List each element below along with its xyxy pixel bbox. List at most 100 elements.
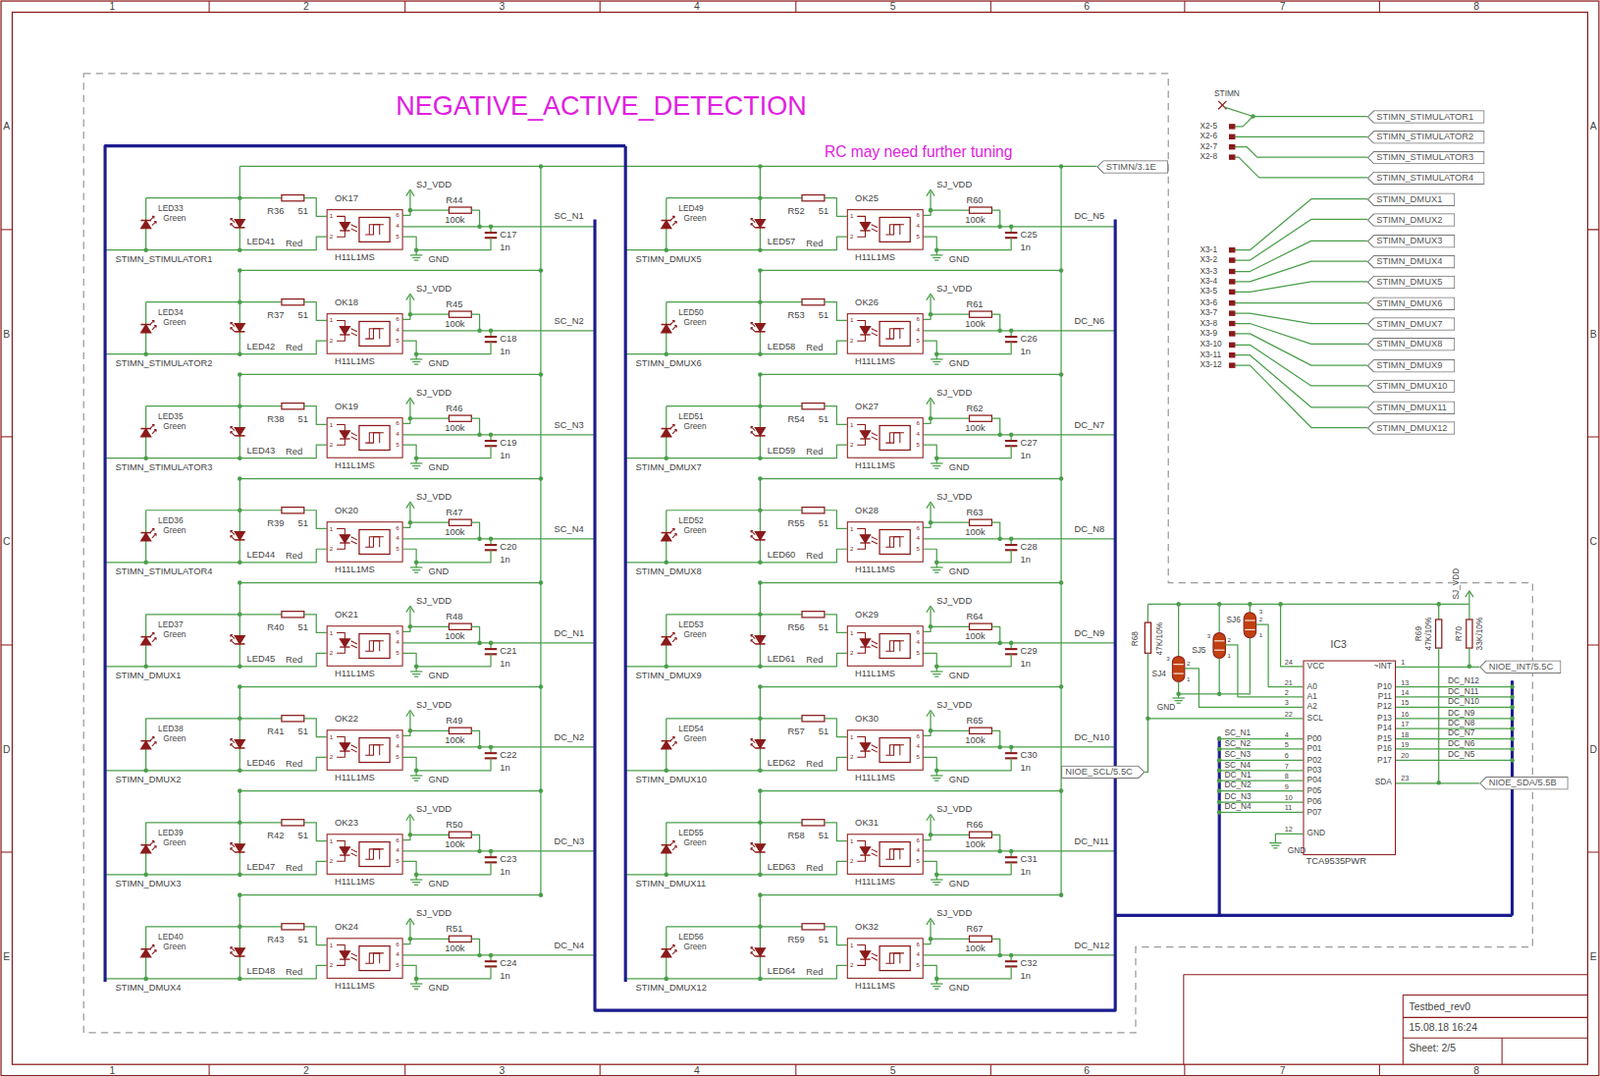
- pin-name: P06: [1307, 798, 1323, 806]
- led-arrow: [152, 632, 155, 635]
- resistor-symbol: [1466, 619, 1473, 648]
- net-label: SC_N2: [553, 316, 584, 325]
- net-flag: STIMN_DMUX4: [1367, 254, 1455, 268]
- wire: [239, 894, 541, 896]
- resistor-symbol: [801, 611, 825, 618]
- led-symbol: [234, 226, 245, 229]
- wire: [666, 509, 802, 511]
- led-color: Green: [162, 526, 186, 534]
- resistor-name: R65: [965, 715, 983, 725]
- wire: [239, 687, 241, 719]
- schmitt-symbol: [885, 745, 905, 755]
- part-number: H11L1MS: [854, 461, 896, 471]
- ground-symbol: [934, 676, 939, 678]
- led-name: LED36: [158, 517, 183, 526]
- connector-pin: [1229, 320, 1235, 325]
- supply-arrow: [406, 189, 415, 196]
- resistor-value: 51: [818, 415, 829, 425]
- solder-jumper: [1214, 649, 1225, 651]
- led-symbol: [234, 746, 245, 749]
- ruler-number: 8: [1473, 1, 1480, 12]
- junction-dot: [664, 559, 670, 565]
- wire: [923, 746, 1116, 747]
- junction-dot: [1217, 601, 1223, 607]
- opto-led: [859, 437, 870, 439]
- junction-dot: [1247, 601, 1253, 607]
- junction-dot: [757, 195, 763, 201]
- led-color: Green: [162, 318, 186, 326]
- led-arrow: [152, 215, 155, 218]
- wire: [666, 405, 802, 407]
- capacitor-value: 1n: [1020, 970, 1031, 980]
- junction-dot: [664, 455, 670, 461]
- led-name: LED46: [247, 757, 276, 767]
- bus-line: [624, 146, 628, 982]
- net-flag-text: STIMN_DMUX1: [1376, 194, 1442, 204]
- led-arrow: [750, 535, 755, 540]
- junction-dot: [237, 559, 243, 565]
- junction-dot: [488, 745, 494, 750]
- junction-dot: [408, 520, 414, 526]
- led-arrow: [230, 327, 235, 332]
- wire: [416, 341, 491, 354]
- led-symbol: [754, 330, 765, 333]
- led-arrow: [750, 640, 753, 642]
- net-flag: STIMN_DMUX3: [1367, 234, 1455, 249]
- wire: [416, 549, 491, 562]
- wire: [936, 757, 1012, 770]
- connector-pin-name: X2-7: [1199, 143, 1218, 152]
- led-arrow: [230, 952, 233, 955]
- supply-name: SJ_VDD: [936, 284, 972, 294]
- resistor-name: R60: [965, 195, 983, 205]
- net-flag: STIMN_STIMULATOR4: [1367, 170, 1486, 185]
- schmitt-symbol: [885, 536, 905, 547]
- opto-led: [339, 743, 350, 751]
- junction-dot: [408, 416, 414, 422]
- resistor-value: 100k: [964, 214, 985, 224]
- ruler-tick: [599, 0, 601, 12]
- optocoupler-box: OK25H11L1MS: [847, 209, 924, 251]
- opto-arrow: [351, 436, 358, 440]
- net-flag-text: STIMN_STIMULATOR2: [1376, 132, 1474, 142]
- net-flag: NIOE_INT/5.5C: [1479, 660, 1561, 675]
- schmitt-symbol: [885, 224, 905, 235]
- junction-dot: [408, 624, 414, 630]
- ruler-letter: D: [1589, 745, 1598, 755]
- resistor-symbol: [281, 819, 305, 826]
- junction-dot: [757, 716, 763, 722]
- ground-symbol: [1269, 842, 1281, 844]
- ground-label: GND: [428, 358, 450, 368]
- pin-number: 2: [850, 753, 854, 760]
- schmitt-symbol: [889, 432, 900, 443]
- junction-dot: [757, 507, 763, 513]
- resistor-name: R41: [266, 727, 284, 737]
- opto-led: [859, 333, 870, 335]
- wire: [923, 954, 1116, 956]
- junction-dot: [237, 976, 243, 982]
- opto-arrow: [351, 228, 358, 232]
- pin-number: 4: [915, 534, 919, 541]
- part-reference: OK26: [854, 298, 879, 308]
- junction-dot: [928, 728, 934, 734]
- wire: [539, 165, 541, 895]
- led-color: Red: [805, 342, 823, 352]
- net-label: DC_N5: [1446, 750, 1476, 759]
- ruler-number: 2: [303, 1, 310, 12]
- resistor-symbol: [281, 299, 305, 306]
- resistor-name: R39: [266, 519, 284, 529]
- ruler-number: 4: [693, 1065, 700, 1075]
- ground-symbol: [930, 462, 943, 464]
- junction-dot: [237, 788, 243, 794]
- led-color: Green: [683, 630, 706, 639]
- capacitor-symbol: [484, 647, 497, 650]
- pin-number: 6: [395, 628, 399, 635]
- resistor-value: 51: [298, 623, 309, 633]
- led-symbol: [754, 844, 765, 853]
- net-flag-outline: [1480, 660, 1561, 673]
- ground-label: GND: [949, 462, 970, 472]
- wire: [403, 236, 418, 256]
- opto-arrow: [871, 745, 878, 748]
- wire: [625, 340, 848, 355]
- led-arrow: [670, 945, 675, 950]
- resistor-value: 100k: [964, 943, 985, 953]
